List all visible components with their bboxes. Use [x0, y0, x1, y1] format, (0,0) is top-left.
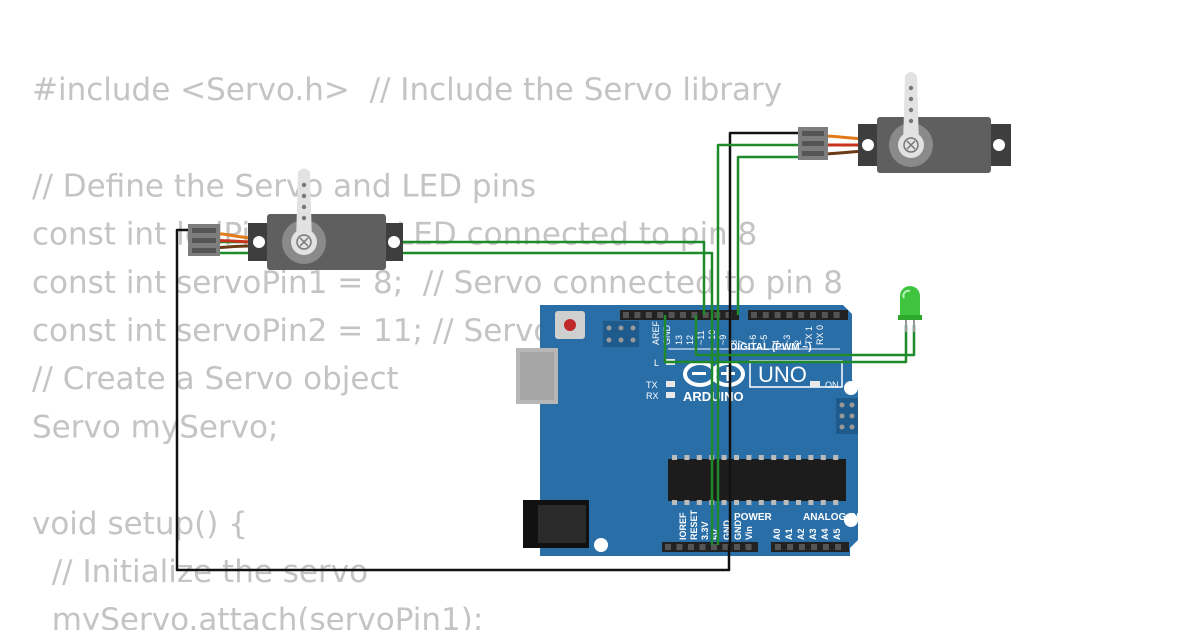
- icsp-header-top: [603, 321, 639, 347]
- mounting-hole: [594, 538, 608, 552]
- usb-port-inner: [520, 352, 554, 400]
- servo-motor-right[interactable]: [798, 72, 1011, 173]
- digital-header-left: [620, 310, 739, 320]
- wire-gnd-servo2[interactable]: [728, 131, 800, 545]
- mounting-hole: [844, 513, 858, 527]
- rx-led: [666, 392, 675, 398]
- code-line: void setup() {: [32, 506, 248, 542]
- digital-header-right: [748, 310, 848, 320]
- reset-button-cap: [564, 319, 576, 331]
- digital-pin-label: 12: [685, 335, 695, 345]
- on-led-label: ON: [825, 380, 839, 390]
- wire-5v-servo2[interactable]: [716, 143, 800, 545]
- digital-pin-label: TX 1: [804, 326, 814, 345]
- digital-pin-label: AREF: [651, 320, 661, 345]
- digital-label: DIGITAL (PWM ~): [730, 342, 812, 353]
- atmega-chip: [668, 459, 846, 501]
- servo-screw-icon: [296, 234, 312, 250]
- analog-header: [771, 542, 849, 552]
- code-line: const int servoPin2 = 11; // Servo: [32, 313, 552, 349]
- board-model: UNO: [758, 362, 807, 387]
- green-led[interactable]: [898, 286, 922, 332]
- on-led: [810, 381, 820, 387]
- tx-led-label: TX: [646, 380, 658, 390]
- led-rim: [898, 315, 922, 320]
- power-pin-label: GND: [722, 520, 732, 541]
- code-line: // Create a Servo object: [32, 361, 399, 397]
- power-pin-label: Vin: [744, 526, 754, 540]
- wire-gnd-servo1[interactable]: [175, 228, 731, 572]
- analog-pin-label: A1: [784, 528, 794, 540]
- digital-pin-label: ~3: [782, 335, 792, 345]
- power-header: [662, 542, 758, 552]
- digital-pin-label: 4: [771, 340, 781, 345]
- code-line: const int servoPin1 = 8; // Servo connec…: [32, 265, 843, 301]
- digital-pin-label: ~6: [748, 335, 758, 345]
- board-brand: ARDUINO: [683, 389, 744, 404]
- digital-pin-label: GND: [662, 325, 672, 346]
- wires: [175, 131, 916, 572]
- digital-pin-label: 2: [793, 340, 803, 345]
- digital-pin-label: 8: [729, 340, 739, 345]
- analog-pin-label: A5: [832, 528, 842, 540]
- digital-pin-label: 13: [674, 335, 684, 345]
- bottom-header-holes: [665, 544, 841, 550]
- dc-jack-body: [538, 505, 586, 543]
- analog-label: ANALOG IN: [803, 512, 859, 523]
- wire-led-anode[interactable]: [694, 315, 916, 357]
- icsp-header-right: [836, 398, 858, 434]
- digital-pin-label: 7: [737, 340, 747, 345]
- power-pin-label: IOREF: [678, 512, 688, 540]
- led-body: [900, 286, 920, 318]
- digital-pin-label: ~11: [696, 330, 706, 345]
- code-line: Servo myServo;: [32, 409, 278, 445]
- digital-pin-label: ~5: [759, 335, 769, 345]
- power-label: POWER: [734, 512, 773, 523]
- l-led-label: L: [654, 358, 659, 368]
- tx-led: [666, 381, 675, 387]
- analog-pin-label: A2: [796, 528, 806, 540]
- digital-pin-label: ~9: [718, 335, 728, 345]
- mounting-hole: [844, 381, 858, 395]
- analog-pin-label: A4: [820, 528, 830, 540]
- wire-signal-servo2[interactable]: [736, 155, 800, 315]
- power-pin-label: 5V: [711, 529, 721, 540]
- chip-pins: [672, 455, 839, 505]
- servo-motor-left[interactable]: [188, 168, 403, 271]
- servo-screw-icon: [903, 137, 919, 153]
- led-highlight: [902, 289, 911, 299]
- power-pin-label: RESET: [689, 509, 699, 540]
- power-pin-label: GND: [733, 520, 743, 541]
- analog-pin-label: A0: [772, 528, 782, 540]
- wire-led-cathode[interactable]: [663, 315, 908, 364]
- power-pin-label: 3.3V: [700, 521, 710, 540]
- rx-led-label: RX: [646, 391, 659, 401]
- code-line: #include <Servo.h> // Include the Servo …: [32, 72, 782, 108]
- code-line: // Define the Servo and LED pins: [32, 168, 536, 204]
- code-line: myServo.attach(servoPin1);: [32, 602, 483, 630]
- analog-pin-label: A3: [808, 528, 818, 540]
- code-line: // Initialize the servo: [32, 554, 368, 590]
- digital-pin-label: RX 0: [815, 325, 825, 345]
- code-background: #include <Servo.h> // Include the Servo …: [32, 72, 843, 630]
